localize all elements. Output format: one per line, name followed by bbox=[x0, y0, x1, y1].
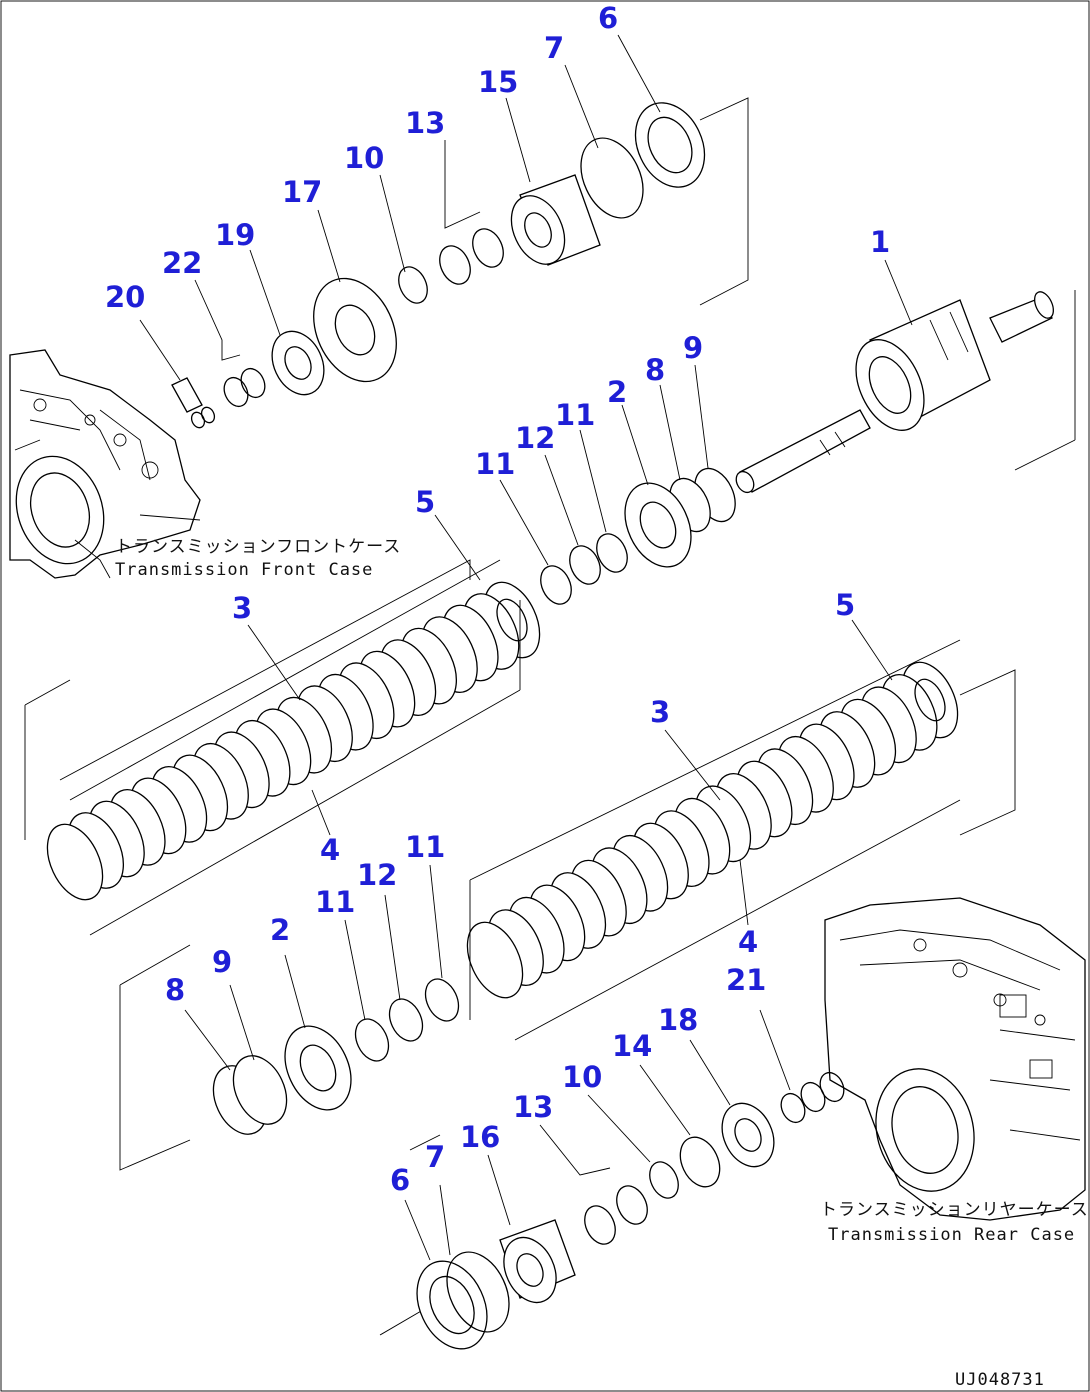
part-7-snap-ring bbox=[580, 137, 644, 219]
leader-lines bbox=[139, 34, 913, 1261]
lower-parts-chain bbox=[379, 1071, 845, 1350]
clutch-disc bbox=[46, 823, 104, 901]
callout-13[interactable]: 13 bbox=[405, 106, 445, 140]
callout-6[interactable]: 6 bbox=[598, 1, 618, 35]
callout-13[interactable]: 13 bbox=[513, 1090, 553, 1124]
shaft-bracket bbox=[1014, 290, 1076, 471]
part-11-ring-b bbox=[540, 565, 572, 605]
clutch-bore bbox=[914, 678, 946, 722]
middle-parts-chain bbox=[540, 467, 736, 605]
clutch-bore bbox=[496, 598, 528, 642]
callout-14[interactable]: 14 bbox=[612, 1029, 652, 1063]
part-13-bearing bbox=[472, 228, 504, 268]
front-case-caption-en: Transmission Front Case bbox=[115, 560, 373, 580]
clutch-pack-upper bbox=[46, 581, 541, 901]
callout-10[interactable]: 10 bbox=[562, 1060, 602, 1094]
callout-layer: 6 7 15 13 10 17 19 22 20 1 9 8 2 11 12 1… bbox=[105, 1, 890, 1197]
part-21-ring bbox=[780, 1092, 806, 1124]
part-6-shim-b bbox=[416, 1260, 488, 1350]
transmission-front-case bbox=[9, 349, 201, 579]
callout-8[interactable]: 8 bbox=[165, 973, 185, 1007]
callout-7[interactable]: 7 bbox=[425, 1140, 445, 1174]
callout-4[interactable]: 4 bbox=[320, 833, 340, 867]
pack-lower-bracket bbox=[469, 639, 1016, 1041]
callout-2[interactable]: 2 bbox=[607, 375, 627, 409]
part-1-clutch-drum-shaft bbox=[735, 291, 1055, 494]
callout-18[interactable]: 18 bbox=[658, 1003, 698, 1037]
part-2-piston-b bbox=[284, 1025, 352, 1111]
part-19-bearing bbox=[271, 330, 325, 396]
part-11-ring-d bbox=[424, 978, 460, 1022]
callout-12[interactable]: 12 bbox=[515, 421, 555, 455]
callout-22[interactable]: 22 bbox=[162, 246, 202, 280]
callout-11[interactable]: 11 bbox=[315, 885, 355, 919]
clutch-pack-lower bbox=[466, 661, 959, 999]
part-7-snap-ring-b bbox=[446, 1251, 510, 1333]
part-6-shim bbox=[634, 102, 706, 188]
part-18-bearing bbox=[721, 1102, 775, 1168]
upper-parts-chain bbox=[171, 102, 706, 429]
part-12-spring-b bbox=[388, 998, 424, 1042]
callout-10[interactable]: 10 bbox=[344, 141, 384, 175]
callout-3[interactable]: 3 bbox=[650, 695, 670, 729]
callout-5[interactable]: 5 bbox=[835, 588, 855, 622]
callout-7[interactable]: 7 bbox=[544, 31, 564, 65]
part-17-gear bbox=[313, 277, 397, 383]
callout-6[interactable]: 6 bbox=[390, 1163, 410, 1197]
callout-11[interactable]: 11 bbox=[555, 398, 595, 432]
callout-9[interactable]: 9 bbox=[212, 945, 232, 979]
callout-12[interactable]: 12 bbox=[357, 858, 397, 892]
rear-case-caption-jp: トランスミッションリヤーケース bbox=[820, 1200, 1089, 1220]
callout-11[interactable]: 11 bbox=[405, 830, 445, 864]
front-case-caption-jp: トランスミッションフロントケース bbox=[115, 537, 401, 557]
callout-16[interactable]: 16 bbox=[460, 1120, 500, 1154]
callout-1[interactable]: 1 bbox=[870, 225, 890, 259]
part-14-bearing bbox=[679, 1136, 721, 1188]
part-22-ring bbox=[240, 367, 266, 399]
callout-19[interactable]: 19 bbox=[215, 218, 255, 252]
part-11-ring bbox=[596, 533, 628, 573]
part-9-seal-b bbox=[232, 1055, 288, 1125]
callout-20[interactable]: 20 bbox=[105, 280, 145, 314]
callout-9[interactable]: 9 bbox=[683, 331, 703, 365]
lower-middle-chain bbox=[119, 944, 460, 1171]
transmission-rear-case bbox=[824, 897, 1086, 1221]
callout-4[interactable]: 4 bbox=[738, 925, 758, 959]
callout-21[interactable]: 21 bbox=[726, 963, 766, 997]
callout-8[interactable]: 8 bbox=[645, 353, 665, 387]
rear-case-caption-en: Transmission Rear Case bbox=[828, 1225, 1075, 1245]
callout-2[interactable]: 2 bbox=[270, 913, 290, 947]
part-20-pin bbox=[171, 377, 203, 413]
callout-11[interactable]: 11 bbox=[475, 447, 515, 481]
upper-right-bracket bbox=[699, 97, 749, 306]
part-13-bearing-b bbox=[584, 1205, 616, 1245]
callout-3[interactable]: 3 bbox=[232, 591, 252, 625]
part-11-ring-c bbox=[354, 1018, 390, 1062]
callout-15[interactable]: 15 bbox=[478, 65, 518, 99]
clutch-disc bbox=[466, 921, 524, 999]
callout-5[interactable]: 5 bbox=[415, 485, 435, 519]
figure-code: UJ048731 bbox=[955, 1370, 1045, 1390]
pack-upper-bracket bbox=[24, 559, 521, 936]
part-12-spring bbox=[569, 545, 601, 585]
callout-17[interactable]: 17 bbox=[282, 175, 322, 209]
part-2-piston bbox=[624, 482, 692, 568]
part-10-ring-b bbox=[649, 1161, 679, 1199]
part-10-ring bbox=[398, 266, 428, 304]
